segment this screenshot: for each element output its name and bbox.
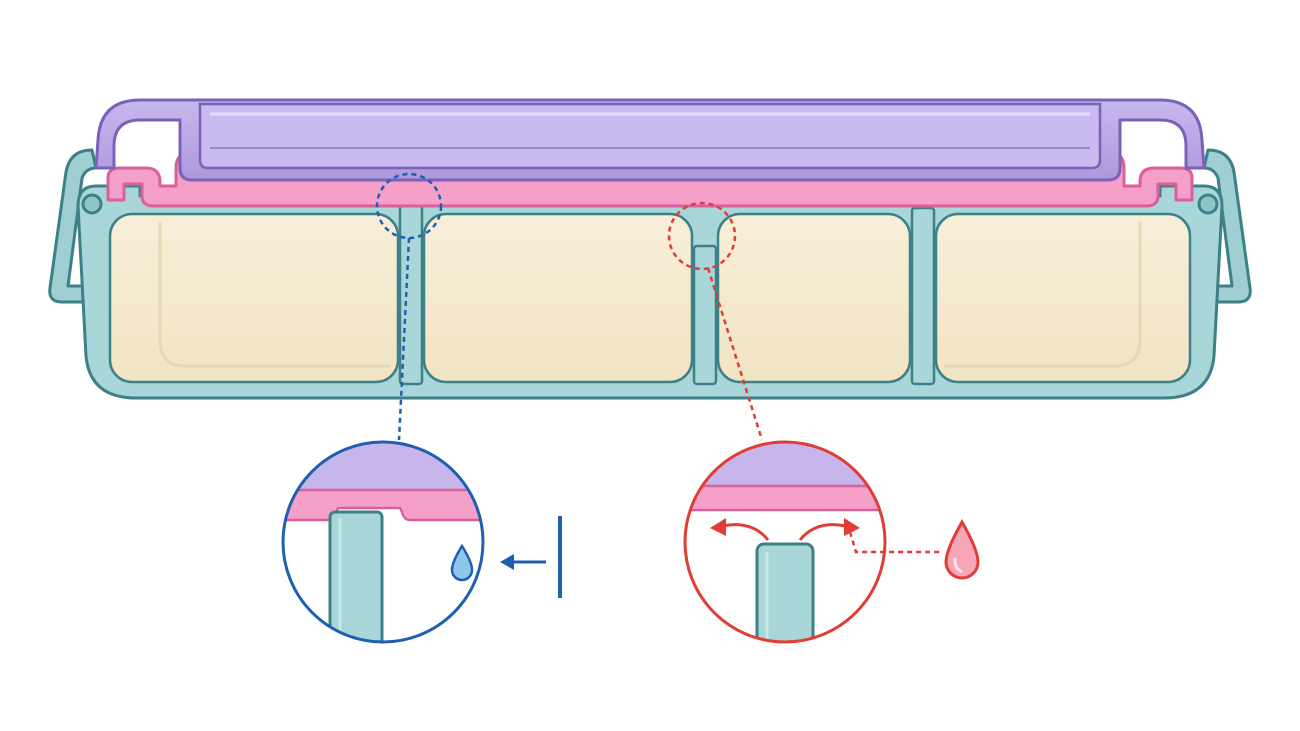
compartment-4-shade <box>944 222 1142 368</box>
left-hinge-pin <box>81 193 103 215</box>
red-leader-line <box>706 267 764 441</box>
water-drop-icon <box>450 543 474 582</box>
red-detail-divider <box>755 542 815 642</box>
blue-callout-ring <box>375 172 443 240</box>
flow-arrows-icon <box>710 518 860 541</box>
blocked-arrow-icon <box>500 516 562 598</box>
water-drop-icon <box>944 518 980 580</box>
compartments <box>108 212 1192 384</box>
compartment-1-shade <box>158 222 390 368</box>
blue-detail-divider <box>328 510 384 642</box>
compartment-1 <box>108 212 400 384</box>
compartment-2 <box>422 212 694 384</box>
divider-short <box>692 244 718 386</box>
short-divider-leak-detail <box>683 440 980 644</box>
lid-inner-channel <box>198 102 1102 170</box>
divider-right <box>910 206 936 386</box>
callout-markers <box>375 172 764 441</box>
compartment-3 <box>716 212 912 384</box>
blue-leader-line <box>397 237 411 441</box>
red-detail-ring <box>683 440 887 644</box>
sealed-divider-detail <box>281 440 562 644</box>
lid <box>94 98 1206 182</box>
dividers <box>398 204 936 386</box>
blue-detail-ring <box>281 440 485 644</box>
right-hinge-pin <box>1197 193 1219 215</box>
right-latch <box>1202 148 1252 304</box>
leak-path-line <box>848 531 940 554</box>
red-detail-gasket <box>685 484 885 512</box>
red-callout-ring <box>667 201 737 271</box>
left-latch <box>48 148 98 304</box>
compartment-4 <box>934 212 1192 384</box>
